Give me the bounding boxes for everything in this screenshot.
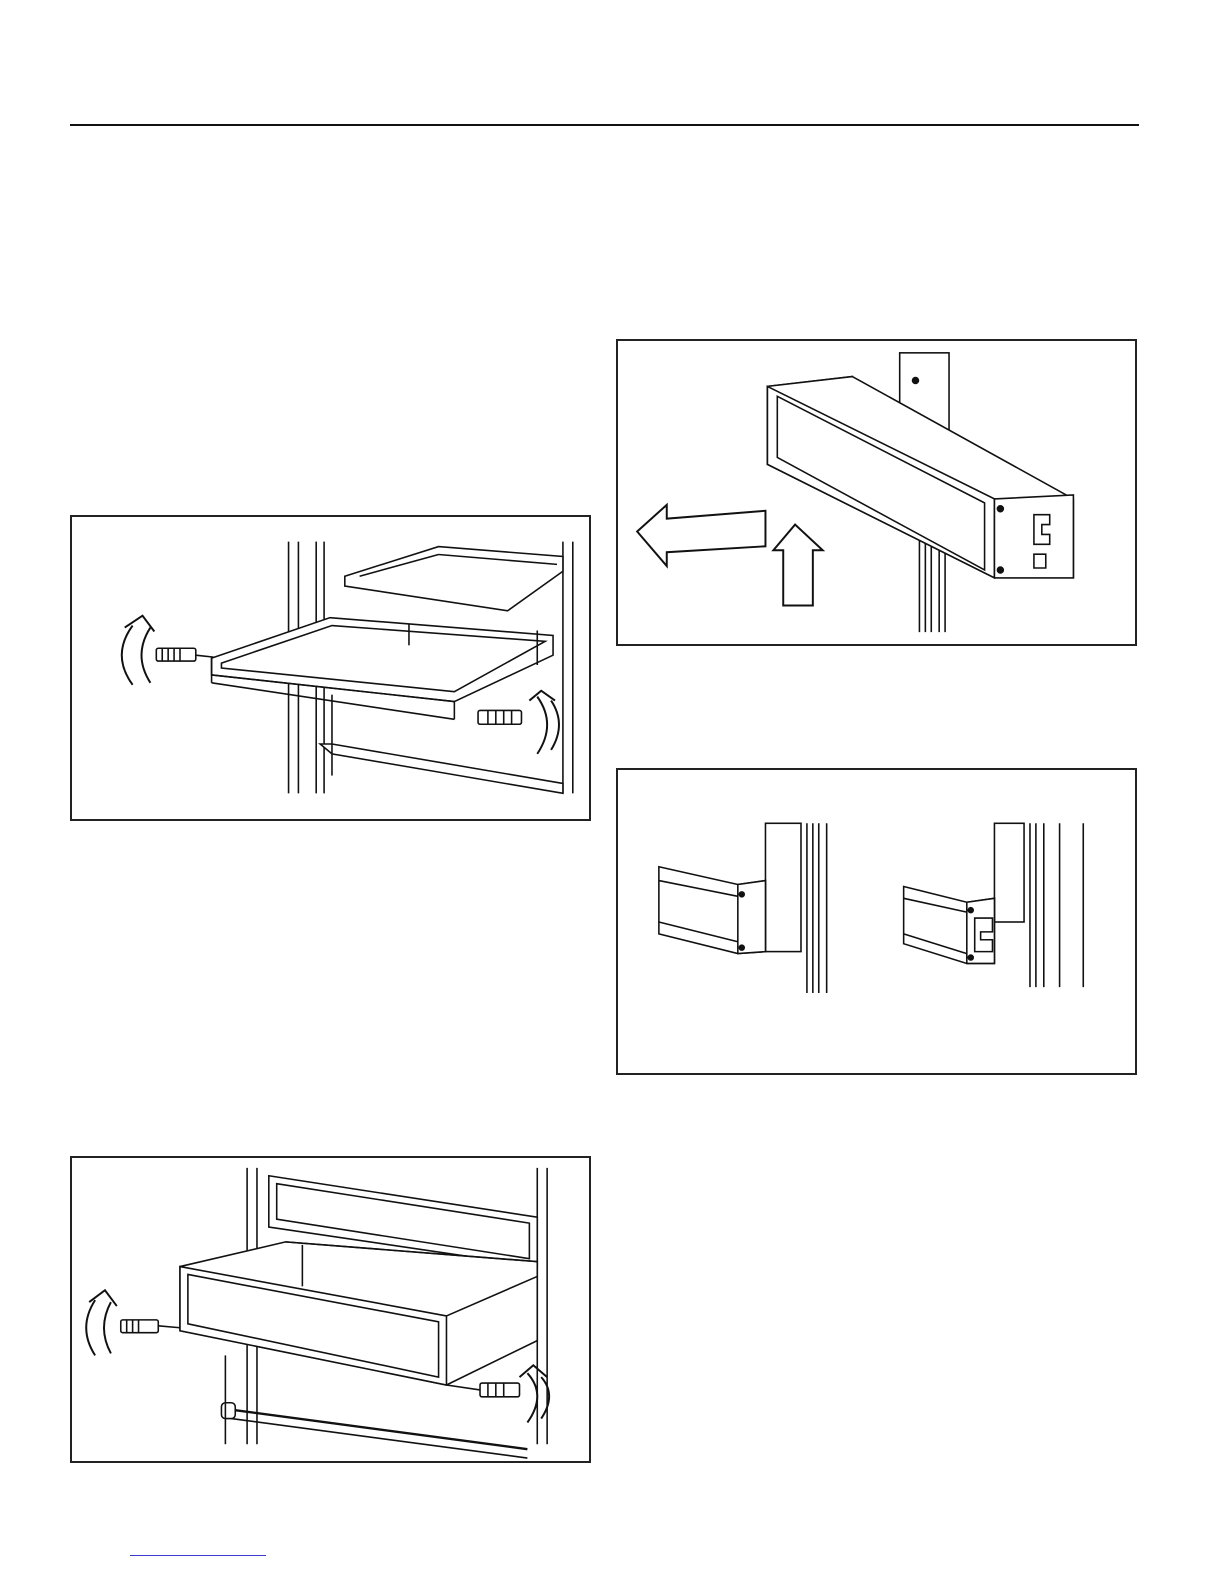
header-rule bbox=[70, 124, 1139, 126]
bracket-lift-out-illustration bbox=[618, 341, 1135, 644]
figure-bracket-engagement bbox=[616, 768, 1137, 1075]
figure-shelf-removal bbox=[70, 515, 591, 821]
figure-drawer-removal bbox=[70, 1156, 591, 1463]
figure-bracket-lift-out bbox=[616, 339, 1137, 646]
bracket-engagement-illustration bbox=[618, 770, 1135, 1073]
drawer-removal-illustration bbox=[72, 1158, 589, 1461]
shelf-removal-illustration bbox=[72, 517, 589, 819]
footer-link-underline[interactable] bbox=[130, 1555, 266, 1556]
